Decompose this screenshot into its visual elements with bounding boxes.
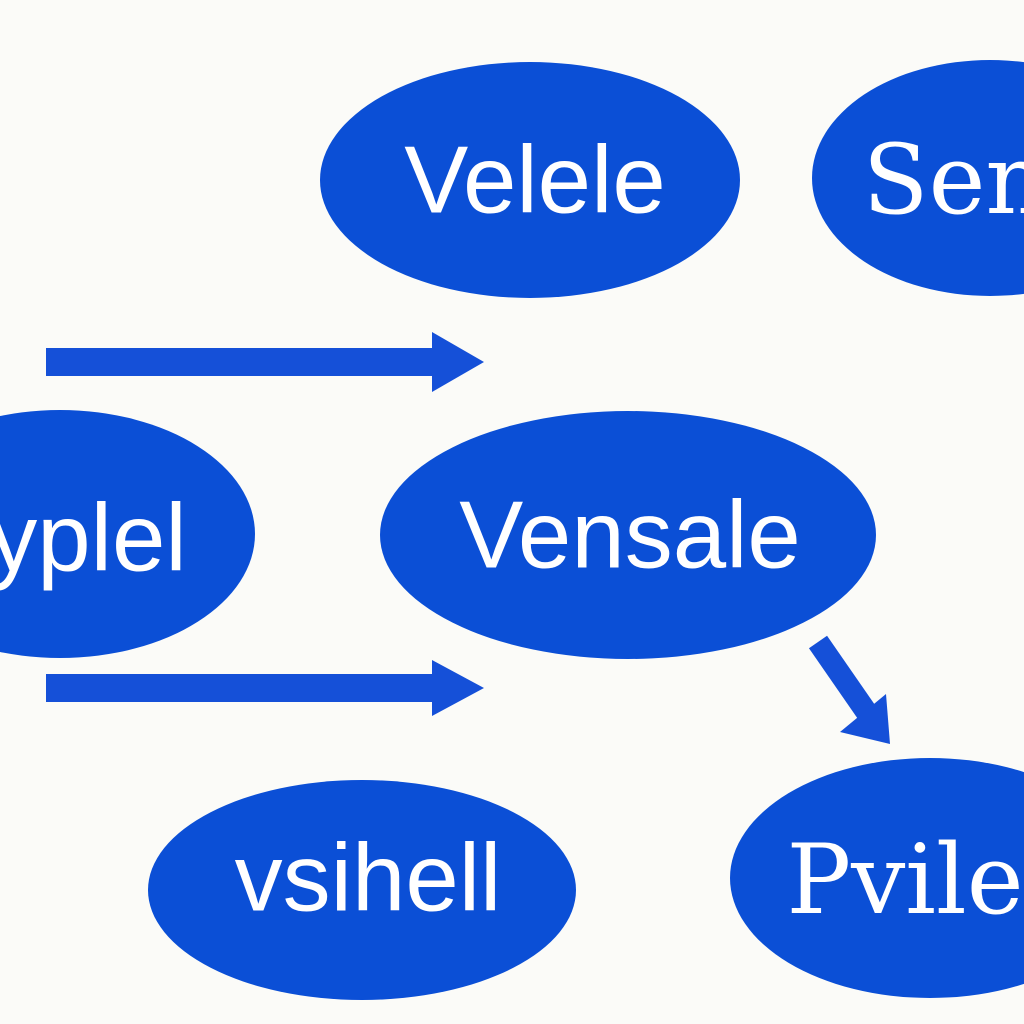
node-yplel-label: yplel	[0, 485, 187, 592]
node-yplel: yplel	[0, 410, 255, 658]
node-sen: Sen	[812, 60, 1024, 296]
node-vensale-label: Vensale	[459, 482, 801, 589]
node-velele: Velele	[320, 62, 740, 298]
node-pvile-shape	[730, 758, 1024, 998]
arrow-to-vsihell-head	[432, 660, 484, 716]
node-velele-shape	[320, 62, 740, 298]
arrow-to-pvile-head	[840, 694, 890, 744]
arrow-to-pvile-shaft	[808, 635, 882, 727]
node-sen-label: Sen	[863, 124, 1024, 236]
node-vensale: Vensale	[380, 411, 876, 659]
arrow-to-velele	[46, 332, 484, 392]
arrow-to-pvile	[808, 635, 890, 744]
node-velele-label: Velele	[404, 127, 666, 234]
arrow-to-vsihell-shaft	[46, 674, 446, 702]
arrow-to-vsihell	[46, 660, 484, 716]
node-pvile-label: Pvile	[786, 824, 1023, 936]
node-vsihell: vsihell	[148, 780, 576, 1000]
node-yplel-shape	[0, 410, 255, 658]
node-vsihell-shape	[148, 780, 576, 1000]
node-vsihell-label: vsihell	[235, 825, 502, 932]
node-vensale-shape	[380, 411, 876, 659]
node-sen-shape	[812, 60, 1024, 296]
node-pvile: Pvile	[730, 758, 1024, 998]
arrow-to-velele-head	[432, 332, 484, 392]
arrow-to-velele-shaft	[46, 348, 446, 376]
